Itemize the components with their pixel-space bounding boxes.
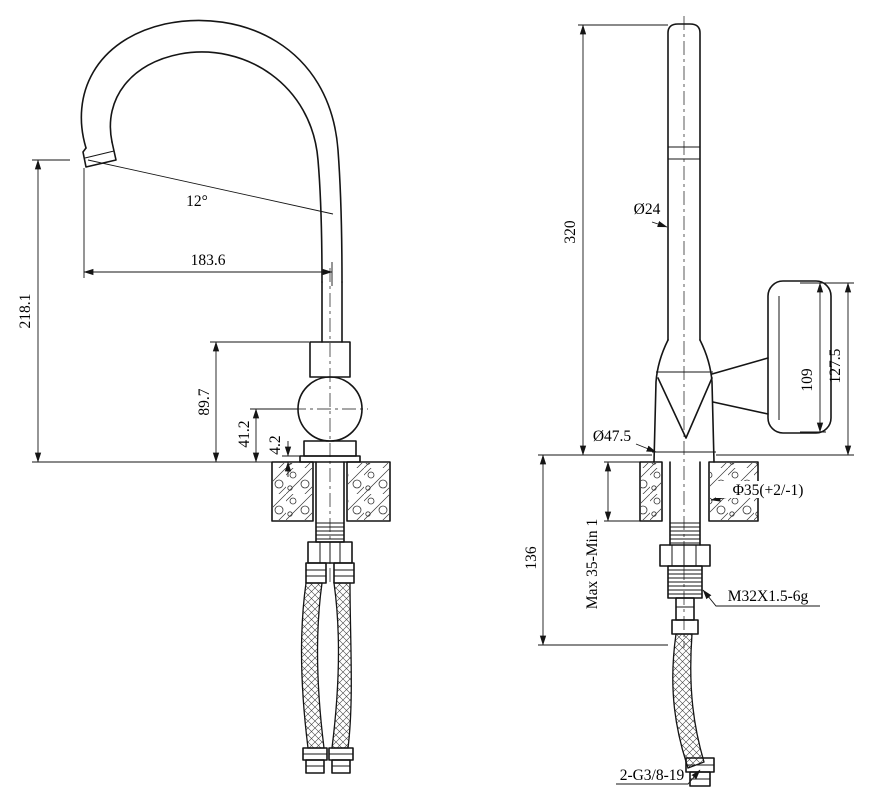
spout-column xyxy=(667,23,701,341)
handle-lever xyxy=(767,280,832,434)
mounting-shank xyxy=(669,461,701,546)
under-counter-label: 136 xyxy=(523,546,540,570)
reach-label: 183.6 xyxy=(191,252,226,269)
spout-aerator-seam xyxy=(84,150,115,159)
thread-lines xyxy=(668,569,702,595)
adapter xyxy=(675,597,695,621)
hose-fitting-left xyxy=(302,747,328,774)
leader-base-dia xyxy=(635,443,657,453)
base-lip-label: 4.2 xyxy=(267,435,284,454)
spout-shank xyxy=(321,281,343,343)
spout-nozzle xyxy=(82,141,117,168)
hose-collar xyxy=(671,619,699,635)
shank-threads xyxy=(316,522,344,540)
mount-range-label: Max 35-Min 1 xyxy=(584,519,601,609)
braided-hose-right xyxy=(331,582,352,749)
body-left-edge xyxy=(653,339,669,463)
front-view-dimensions: 320 Ø24 109 127.5 Ø47.5 Φ35(+2/-1) 136 M… xyxy=(523,24,854,785)
locknut-facets xyxy=(671,545,697,566)
leader-spout-dia xyxy=(651,221,668,228)
spout-diameter-label: Ø24 xyxy=(634,201,661,218)
connector-detail xyxy=(306,569,354,577)
faucet-front-view xyxy=(639,16,832,787)
base-diameter-label: Ø47.5 xyxy=(593,428,632,445)
deck-hatch-left xyxy=(641,463,661,520)
spout-inner-curve xyxy=(109,51,323,283)
deck-outline xyxy=(271,461,391,522)
angle-label: 12° xyxy=(186,193,208,210)
deck-hatch-right xyxy=(348,463,389,520)
faucet-side-view xyxy=(80,19,391,774)
extension-lines xyxy=(538,24,854,646)
handle-connector xyxy=(711,357,769,415)
handle-height-label: 41.2 xyxy=(236,420,253,447)
hose-thread-label: 2-G3/8-19 xyxy=(620,767,685,784)
shank-threads xyxy=(670,522,700,544)
handle-total-label: 127.5 xyxy=(827,348,844,383)
locknut xyxy=(659,544,711,567)
angle-reference-line xyxy=(87,159,334,215)
base-lip xyxy=(299,455,361,463)
braided-hose-left xyxy=(300,582,325,749)
height-label: 218.1 xyxy=(17,294,34,329)
spout-outer-curve xyxy=(80,19,343,283)
extension-lines xyxy=(32,159,333,463)
thread-spec-label: M32X1.5-6g xyxy=(728,588,809,605)
deck-hatch-left xyxy=(273,463,312,520)
hose-fitting-right xyxy=(328,747,354,774)
cone-vee xyxy=(657,377,713,439)
hose-connector-right xyxy=(333,562,355,584)
mounting-nut-facets xyxy=(319,542,341,563)
side-view-dimensions: 12° 183.6 218.1 89.7 41.2 4.2 xyxy=(17,159,334,477)
hole-diameter-label: Φ35(+2/-1) xyxy=(733,482,804,499)
hole-label-mask xyxy=(716,481,818,498)
body-height-label: 89.7 xyxy=(196,388,213,415)
hose-connector-left xyxy=(305,562,327,584)
leader-thread xyxy=(702,589,820,607)
braided-hose xyxy=(672,633,705,769)
handle-length-label: 109 xyxy=(799,368,816,392)
leader-hose-thread xyxy=(616,769,701,785)
body-right-edge xyxy=(699,339,715,463)
aerator-band xyxy=(668,146,700,160)
column-height-label: 320 xyxy=(562,220,579,244)
